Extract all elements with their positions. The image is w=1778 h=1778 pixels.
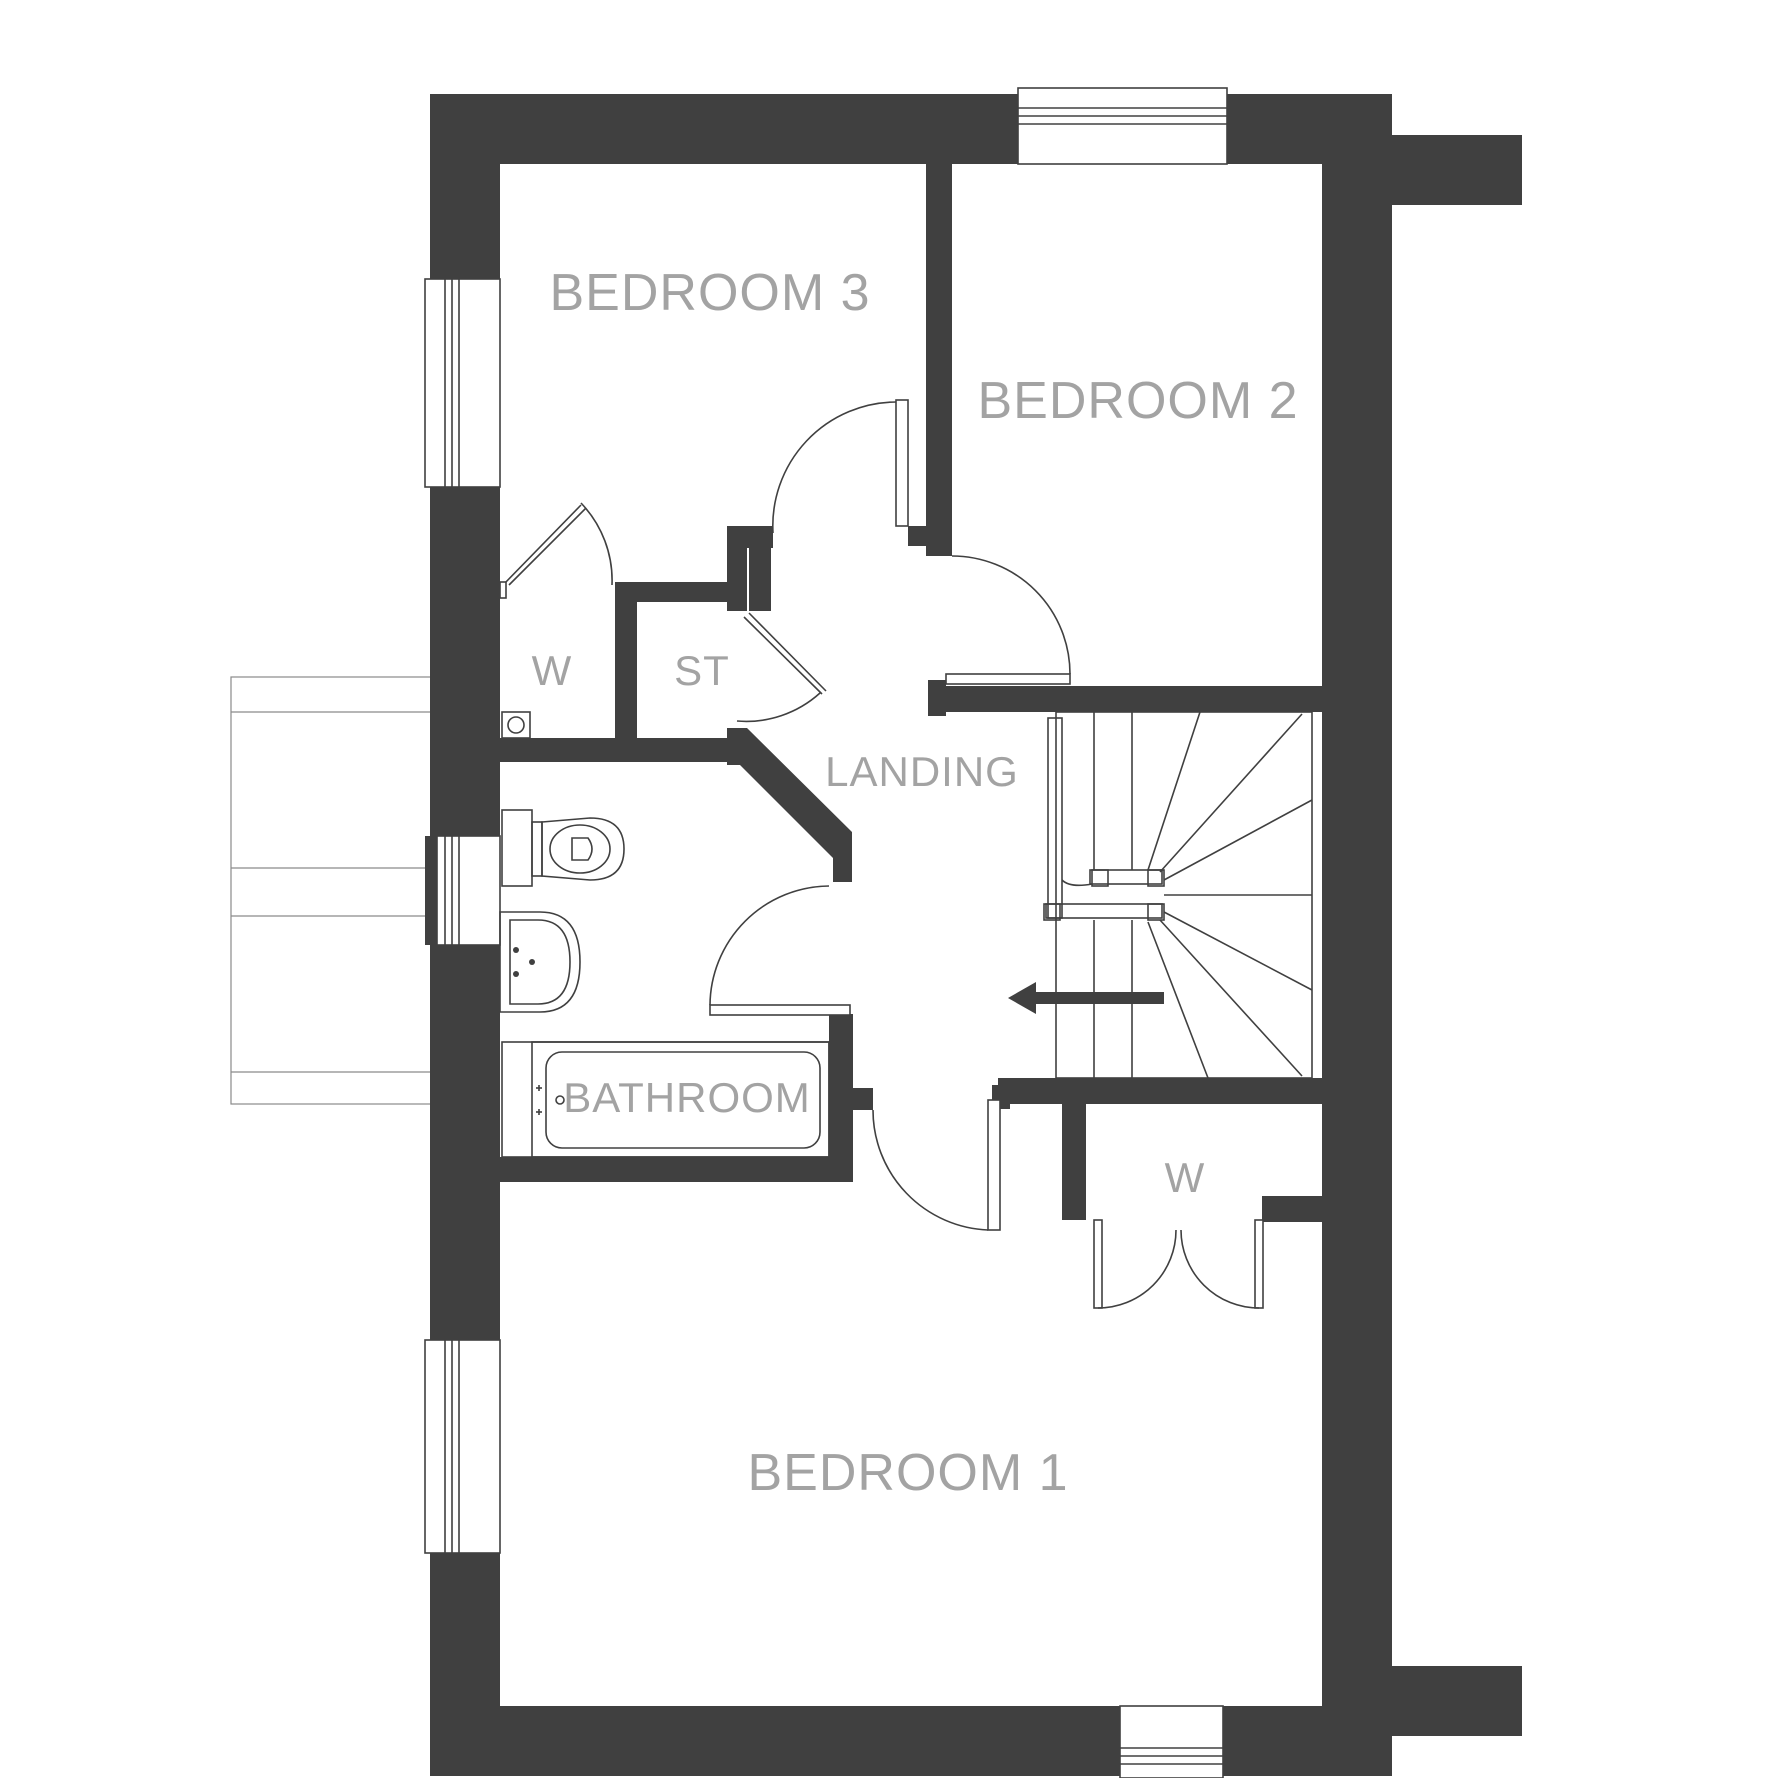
room-label-landing: LANDING: [825, 748, 1019, 795]
internal-walls: [500, 164, 1322, 1222]
sanitary-ware: [499, 711, 830, 1158]
window-top: [1017, 87, 1228, 165]
room-label-wardrobe-bottom: W: [1165, 1154, 1206, 1201]
room-labels: BEDROOM 3 BEDROOM 2 W ST LANDING BATHROO…: [532, 264, 1298, 1502]
toilet-icon: [501, 809, 625, 887]
room-label-store: ST: [674, 647, 730, 694]
door-wardrobe-bottom: [1093, 1219, 1264, 1309]
doors: [499, 399, 1264, 1309]
door-bedroom2: [945, 555, 1071, 685]
window-bottom: [1119, 1705, 1224, 1778]
bath-icon: [501, 1041, 830, 1158]
room-label-bathroom: BATHROOM: [563, 1074, 811, 1121]
boiler-icon: [501, 711, 531, 739]
bay-roof: [230, 676, 432, 1105]
window-left-bedroom1: [424, 1339, 501, 1554]
room-label-bedroom1: BEDROOM 1: [747, 1444, 1068, 1502]
door-bathroom: [709, 885, 851, 1016]
room-label-bedroom3: BEDROOM 3: [549, 264, 870, 322]
basin-icon: [499, 911, 581, 1013]
staircase: [1008, 711, 1313, 1079]
windows: [424, 87, 1228, 1778]
window-left-bedroom3: [424, 278, 501, 488]
door-store: [736, 612, 827, 723]
door-wardrobe-top: [499, 502, 613, 599]
external-walls: [425, 94, 1522, 1776]
door-bedroom1: [872, 1099, 1001, 1231]
door-bedroom3: [772, 399, 909, 534]
room-label-bedroom2: BEDROOM 2: [977, 372, 1298, 430]
room-label-wardrobe-top: W: [532, 647, 573, 694]
window-left-bathroom: [436, 835, 501, 946]
